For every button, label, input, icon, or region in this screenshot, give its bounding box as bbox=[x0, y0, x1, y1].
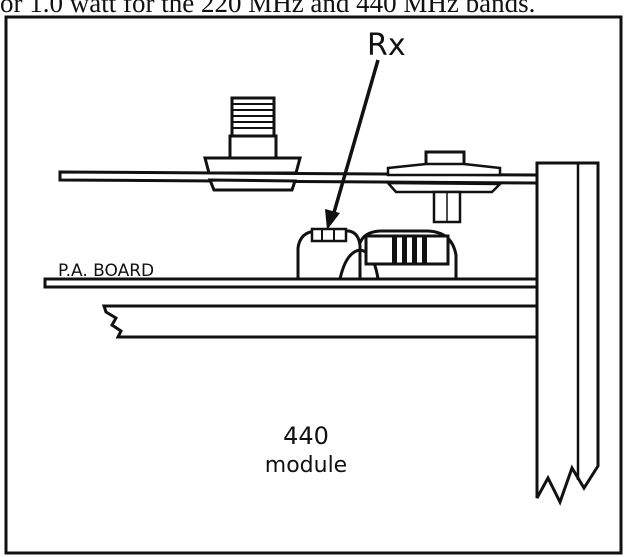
heatsink-bracket bbox=[101, 304, 539, 339]
chassis-wall bbox=[535, 161, 600, 506]
rx-resistor bbox=[310, 227, 348, 243]
upper-board-component bbox=[385, 150, 503, 224]
rx-pointer-arrow bbox=[331, 59, 380, 217]
coax-connector bbox=[203, 96, 302, 192]
pa-board-label: P.A. BOARD bbox=[58, 261, 154, 281]
rx-label: Rx bbox=[367, 28, 406, 63]
module-number-label: 440 bbox=[283, 422, 329, 450]
pa-component-body bbox=[358, 229, 458, 279]
figure-frame bbox=[4, 15, 623, 555]
header-text: or 1.0 watt for the 220 MHz and 440 MHz … bbox=[0, 0, 536, 18]
rx-arrowhead bbox=[325, 209, 340, 230]
module-word-label: module bbox=[265, 453, 347, 478]
pa-board bbox=[43, 277, 539, 289]
